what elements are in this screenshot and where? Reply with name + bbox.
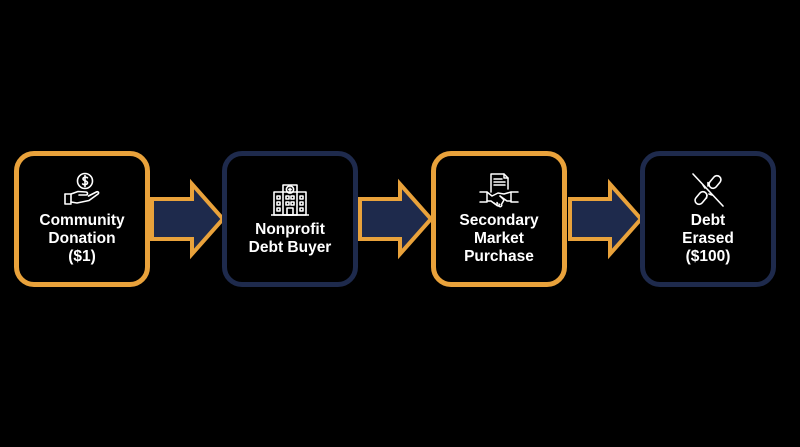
flow-arrow-3 (568, 178, 644, 260)
step-label: Community Donation ($1) (39, 212, 125, 265)
step-nonprofit-debt-buyer: Nonprofit Debt Buyer (222, 151, 358, 287)
step-label: Nonprofit Debt Buyer (248, 221, 332, 256)
hand-coin-icon (61, 172, 103, 208)
flow-arrow-1 (150, 178, 226, 260)
handshake-document-icon (478, 172, 520, 208)
step-debt-erased: Debt Erased ($100) (640, 151, 776, 287)
hospital-icon (269, 181, 311, 217)
step-secondary-market-purchase: Secondary Market Purchase (431, 151, 567, 287)
step-label: Debt Erased ($100) (682, 212, 734, 265)
broken-chain-icon (687, 172, 729, 208)
flow-arrow-2 (358, 178, 434, 260)
step-community-donation: Community Donation ($1) (14, 151, 150, 287)
step-label: Secondary Market Purchase (459, 212, 539, 265)
